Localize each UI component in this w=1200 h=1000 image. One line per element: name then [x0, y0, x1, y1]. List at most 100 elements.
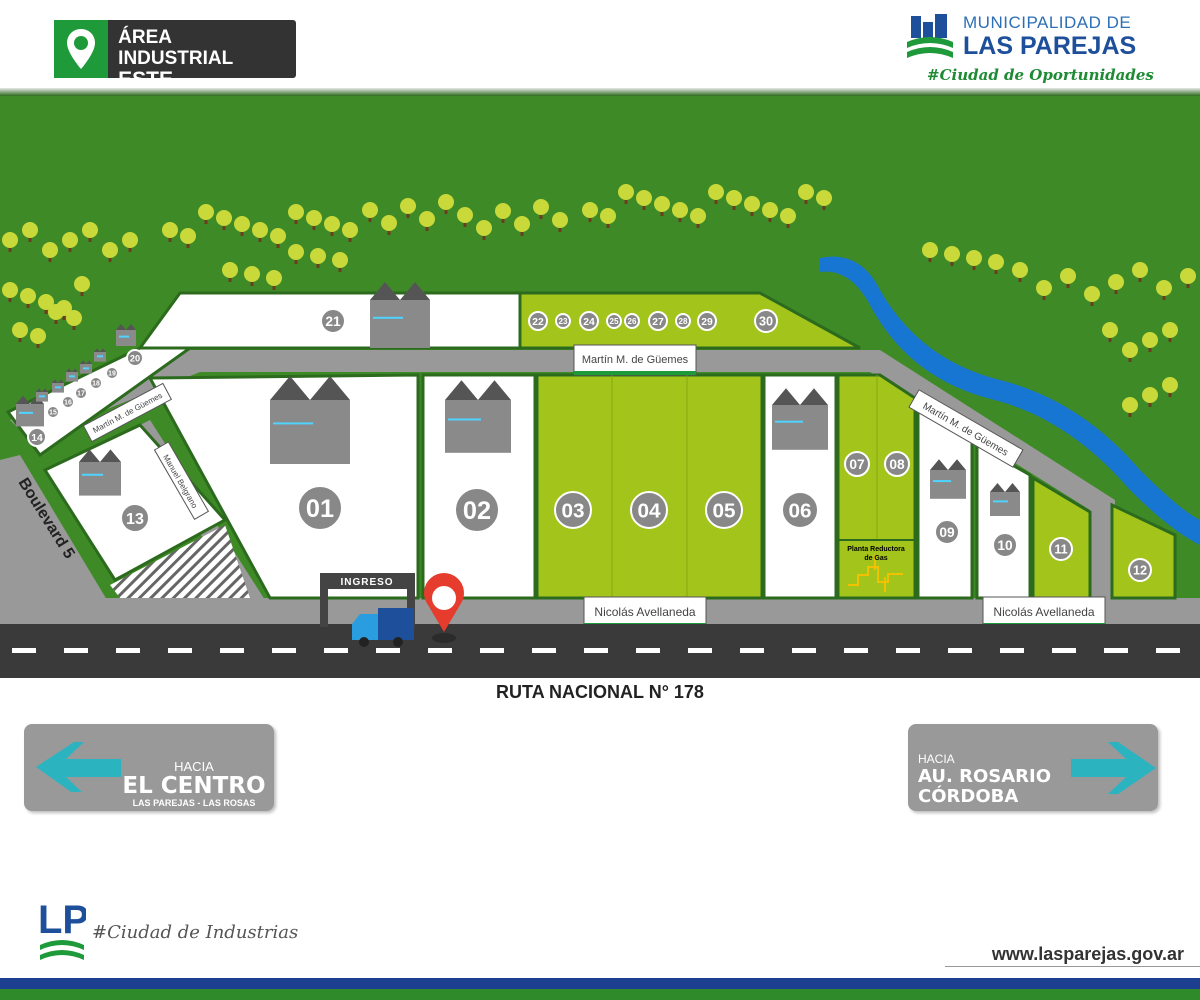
tree-icon	[74, 276, 90, 296]
tree-icon	[1162, 377, 1178, 397]
gas-plant-label: Planta Reductora	[847, 546, 905, 553]
factory-building-icon	[116, 324, 136, 346]
lane-dash	[1052, 648, 1076, 653]
tree-icon	[816, 190, 832, 210]
lot-07[interactable]: 07	[844, 451, 870, 477]
tree-icon	[1084, 286, 1100, 306]
map-pin-icon	[54, 20, 109, 78]
tree-icon	[690, 208, 706, 228]
lot-28[interactable]: 28	[675, 313, 691, 329]
arrow-left-icon	[36, 742, 121, 792]
tree-icon	[636, 190, 652, 210]
lot-04[interactable]: 04	[630, 491, 668, 529]
sign-right-hacia: HACIA	[918, 752, 955, 766]
factory-building-icon	[36, 388, 48, 402]
lot-20[interactable]: 20	[126, 349, 144, 367]
tree-icon	[288, 204, 304, 224]
lot-09[interactable]: 09	[934, 519, 960, 545]
lane-dash	[740, 648, 764, 653]
lot-08[interactable]: 08	[884, 451, 910, 477]
lane-dash	[324, 648, 348, 653]
lot-11[interactable]: 11	[1049, 537, 1073, 561]
lot-12[interactable]: 12	[1128, 558, 1152, 582]
factory-building-icon	[445, 380, 511, 453]
lot-03[interactable]: 03	[554, 491, 592, 529]
tree-icon	[457, 207, 473, 227]
lot-13[interactable]: 13	[120, 503, 150, 533]
lot-16[interactable]: 16	[61, 395, 75, 409]
boulevard-5-road	[0, 455, 110, 625]
lot-number: 02	[463, 497, 491, 525]
tree-icon	[533, 199, 549, 219]
lot-number: 14	[31, 433, 43, 444]
lane-dash	[272, 648, 296, 653]
lot-27[interactable]: 27	[648, 311, 668, 331]
lot-29[interactable]: 29	[697, 311, 717, 331]
lot-23[interactable]: 23	[555, 313, 571, 329]
lot-06[interactable]: 06	[781, 491, 819, 529]
area-subtitle: ESTE	[118, 68, 174, 91]
factory-building-icon	[370, 282, 430, 348]
lot-01[interactable]: 01	[297, 485, 343, 531]
lane-dash	[636, 648, 660, 653]
factory-building-icon	[772, 388, 828, 450]
lot-25[interactable]: 25	[606, 313, 622, 329]
website-link[interactable]: www.lasparejas.gov.ar	[991, 944, 1184, 964]
lot-18[interactable]: 18	[89, 376, 103, 390]
tree-icon	[744, 196, 760, 216]
lot-30[interactable]: 30	[754, 309, 778, 333]
tree-icon	[30, 328, 46, 348]
tree-icon	[1122, 397, 1138, 417]
factory-building-icon	[79, 449, 121, 496]
lot-05[interactable]: 05	[705, 491, 743, 529]
lot-number: 10	[997, 538, 1013, 553]
lane-dash	[64, 648, 88, 653]
lot-15[interactable]: 15	[46, 405, 60, 419]
tree-icon	[672, 202, 688, 222]
tree-icon	[1132, 262, 1148, 282]
lot-19[interactable]: 19	[105, 366, 119, 380]
lot-number: 24	[583, 317, 595, 328]
tree-icon	[2, 232, 18, 252]
lot-number: 07	[849, 457, 865, 472]
factory-building-icon	[270, 376, 350, 464]
lot-number: 30	[759, 315, 773, 329]
tree-icon	[1142, 387, 1158, 407]
lot-21[interactable]: 21	[320, 308, 346, 334]
lane-dash	[168, 648, 192, 653]
tree-icon	[438, 194, 454, 214]
tree-icon	[362, 202, 378, 222]
tree-icon	[1108, 274, 1124, 294]
lot-02[interactable]: 02	[454, 487, 500, 533]
tree-icon	[2, 282, 18, 302]
lot-14[interactable]: 14	[27, 427, 47, 447]
lot-number: 09	[939, 525, 955, 540]
lot-number: 26	[628, 317, 637, 326]
sign-to-centro: HACIA EL CENTRO LAS PAREJAS - LAS ROSAS	[24, 724, 274, 811]
lot-10[interactable]: 10	[992, 532, 1018, 558]
lot-24[interactable]: 24	[579, 311, 599, 331]
lane-dash	[792, 648, 816, 653]
sign-left-main: EL CENTRO	[122, 773, 266, 799]
area-title: ÁREA INDUSTRIAL	[118, 27, 234, 69]
tree-icon	[1162, 322, 1178, 342]
muni-slogan: #Ciudad de Oportunidades	[927, 66, 1154, 84]
lane-dash	[532, 648, 556, 653]
arrow-right-icon	[1071, 742, 1156, 794]
truck-icon	[352, 608, 414, 647]
lot-number: 11	[1054, 543, 1067, 557]
lot-number: 03	[561, 500, 584, 523]
lot-26[interactable]: 26	[624, 313, 640, 329]
tree-icon	[244, 266, 260, 286]
lot-number: 04	[637, 500, 661, 523]
factory-building-icon	[66, 368, 78, 382]
lane-dash	[896, 648, 920, 653]
factory-building-icon	[930, 459, 966, 499]
tree-icon	[270, 228, 286, 248]
lot-17[interactable]: 17	[74, 386, 88, 400]
footer-band-blue	[0, 978, 1200, 989]
lot-22[interactable]: 22	[528, 311, 548, 331]
tree-icon	[22, 222, 38, 242]
